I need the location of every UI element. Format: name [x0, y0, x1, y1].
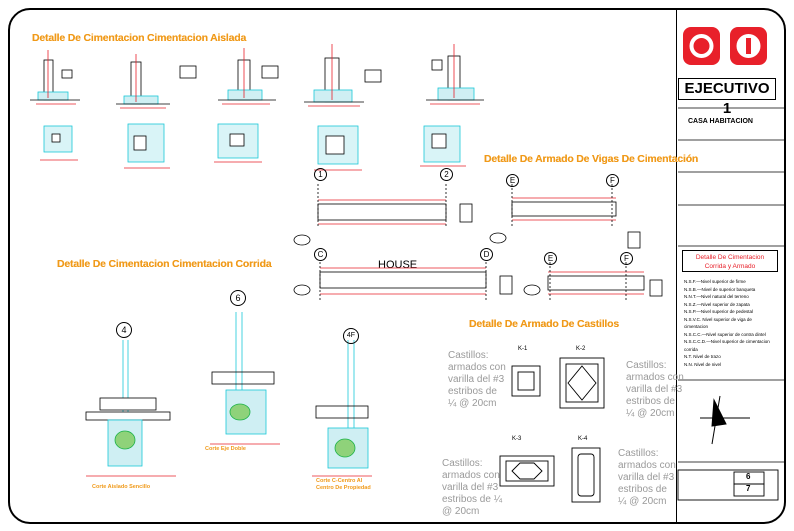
- castillo-note-4: Castillos: armados con varilla del #3 es…: [618, 448, 676, 507]
- level-note: N.T. Nivel de trazo: [684, 354, 721, 359]
- castillo-k3: [499, 455, 555, 487]
- title-block-divider: [676, 8, 677, 523]
- axis-marker-f: F: [606, 174, 619, 187]
- title-cimentacion-aislada: Detalle De Cimentacion Cimentacion Aisla…: [32, 32, 247, 44]
- level-note: N.S.Z.—Nivel superior de zapata: [684, 301, 750, 307]
- title-block-lines: [678, 107, 784, 463]
- level-note: N.S.C.C.—Nivel superior de contra dintel: [684, 331, 766, 337]
- axis-marker-e: E: [506, 174, 519, 187]
- castillo-k4: [571, 447, 601, 503]
- footing-elevation-1: [30, 50, 80, 101]
- footing-red-dims: [36, 103, 480, 171]
- section-marker-4f: 4F: [343, 328, 359, 344]
- castillo-label-k3: K-3: [512, 436, 522, 442]
- level-note: N.N.T.—Nivel natural del terreno: [684, 294, 749, 299]
- level-note: N.N. Nivel de nivel: [684, 361, 722, 367]
- section-marker-6: 6: [230, 290, 246, 306]
- axis-marker-c: C: [314, 248, 327, 261]
- title-cimentacion-corrida: Detalle De Cimentacion Cimentacion Corri…: [57, 258, 272, 270]
- castillo-k2: [559, 357, 605, 409]
- sheet-number: 6: [746, 472, 751, 481]
- axis-marker-d: D: [480, 248, 493, 261]
- level-note: N.S.V.C. Nivel superior de viga de cimen…: [684, 316, 752, 330]
- level-note: N.S.C.C.D.—Nivel superior de cimentacion…: [684, 339, 770, 352]
- axis-marker-1: 1: [314, 168, 327, 181]
- castillo-note-2: Castillos: armados con varilla del #3 es…: [626, 360, 684, 419]
- project-name: CASA HABITACION: [688, 118, 753, 125]
- axis-marker-f2: F: [620, 252, 633, 265]
- title-vigas-cimentacion: Detalle De Armado De Vigas De Cimentació…: [484, 153, 699, 165]
- title-block-logos: [683, 27, 767, 65]
- footing-elevation-4: [304, 44, 382, 103]
- caption-corte-centro: Corte C-Centro Al Centro De Propiedad: [316, 478, 371, 491]
- footing-plans: [43, 123, 461, 165]
- strip-footing-section-4f: [312, 340, 372, 477]
- castillo-label-k2: K-2: [576, 346, 586, 352]
- footing-elevation-2: [116, 54, 197, 105]
- detail-name: Detalle De Cimentacion Corrida y Armado: [682, 250, 778, 272]
- castillo-note-1: Castillos: armados con varilla del #3 es…: [448, 350, 506, 409]
- level-note: N.S.P.—Nivel superior de pedestal: [684, 309, 753, 314]
- axis-marker-2: 2: [440, 168, 453, 181]
- sheet-frame: [8, 8, 786, 524]
- level-notes: N.S.F.—Nivel superior de firme N.S.B.—Ni…: [684, 278, 776, 368]
- title-castillos: Detalle De Armado De Castillos: [469, 318, 619, 330]
- level-note: N.S.F.—Nivel superior de firme: [684, 279, 746, 284]
- castillo-label-k1: K-1: [518, 346, 528, 352]
- beam-elevations: [317, 184, 645, 300]
- sheet-number-box: [677, 469, 779, 501]
- castillo-k1: [511, 365, 541, 397]
- north-arrow: [700, 395, 750, 445]
- caption-corte-doble: Corte Eje Doble: [205, 446, 246, 452]
- section-marker-4: 4: [116, 322, 132, 338]
- axis-marker-e2: E: [544, 252, 557, 265]
- sheet-total: 7: [746, 484, 751, 493]
- strip-footing-section-6: [210, 312, 280, 445]
- level-note: N.S.B.—Nivel de superior banqueta: [684, 286, 756, 292]
- beam-sections: [293, 203, 663, 297]
- castillo-note-3: Castillos: armados con varilla del #3 es…: [442, 458, 503, 517]
- castillo-label-k4: K-4: [578, 436, 588, 442]
- sheet-title: EJECUTIVO 1: [678, 78, 776, 117]
- caption-corte-aislado: Corte Aislado Sencillo: [92, 484, 151, 490]
- strip-footing-section-4: [85, 340, 176, 477]
- footing-elevation-3: [218, 48, 279, 101]
- footing-elevation-5: [426, 44, 484, 101]
